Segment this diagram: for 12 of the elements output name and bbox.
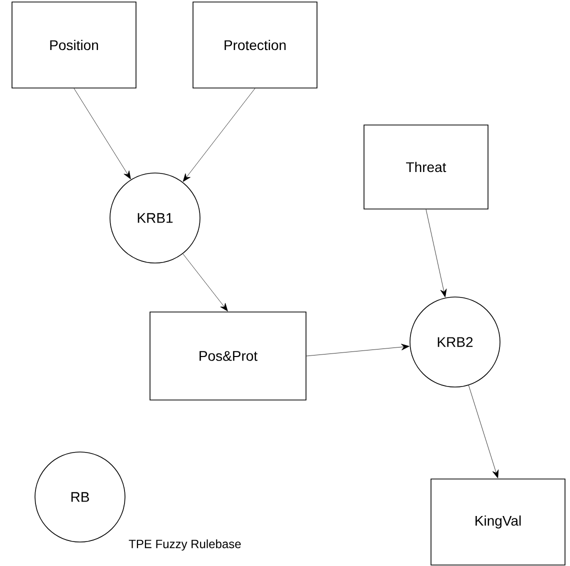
arrow [306,344,410,356]
process-box: KingVal [430,478,566,566]
process-box: Protection [192,2,318,88]
process-box: Position [12,2,136,88]
beside-label: TPE Fuzzy Rulebase [128,539,241,551]
arrow [426,209,447,298]
process-box: Pos&Prot [150,312,306,400]
arrow [74,88,131,180]
arrow [468,385,499,478]
process-box: Threat [364,124,488,210]
arrow [182,88,256,182]
arrow [182,254,228,312]
